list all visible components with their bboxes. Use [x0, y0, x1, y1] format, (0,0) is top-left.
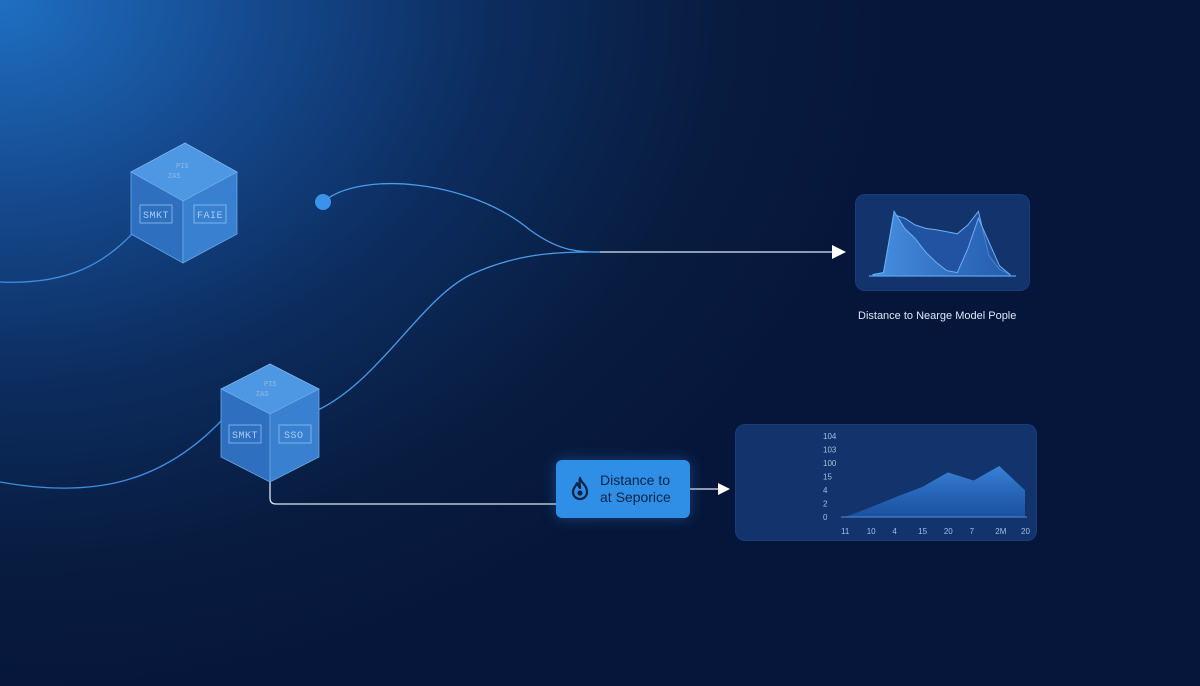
action-box-line-1: Distance to: [600, 472, 671, 488]
chart-bottom-x-tick: 7: [970, 527, 975, 536]
action-box-line-2: at Seporice: [600, 489, 671, 505]
chart-bottom-x-tick: 15: [918, 527, 927, 536]
chart-bottom-x-tick: 4: [892, 527, 897, 536]
connector-bottom-cube-to-merge: [317, 251, 601, 411]
chart-bottom-y-tick: 2: [823, 500, 828, 509]
chart-bottom-area: [845, 466, 1025, 517]
arrow-head-bottom: [718, 483, 730, 495]
chart-bottom-x-tick: 20: [944, 527, 953, 536]
connector-left-to-top-cube: [0, 233, 133, 283]
cube-top-left-label: SMKT: [143, 211, 169, 222]
chart-top-series-0: [872, 210, 1011, 277]
source-node[interactable]: [315, 194, 331, 210]
chart-bottom-y-tick: 104: [823, 432, 837, 441]
cube-bottom-right-face: [269, 388, 320, 483]
chart-bottom-y-tick: 103: [823, 446, 837, 455]
cube-top[interactable]: PIS ZAS SMKT FAIE: [130, 142, 238, 264]
arrow-head-top: [832, 245, 846, 259]
chart-bottom-x-tick: 2M: [995, 527, 1006, 536]
chart-bottom-y-tick: 100: [823, 459, 837, 468]
cube-top-right-face: [182, 171, 238, 264]
chart-bottom-x-tick: 20: [1021, 527, 1030, 536]
chart-bottom-y-tick: 15: [823, 473, 832, 482]
cube-top-right-label: FAIE: [197, 211, 223, 222]
cube-bottom-left-label: SMKT: [232, 431, 258, 442]
chart-top: [869, 210, 1016, 277]
cube-bottom-top-label-2: ZAS: [256, 391, 269, 399]
chart-bottom-y-tick: 4: [823, 486, 828, 495]
output-panel-top[interactable]: [855, 194, 1030, 291]
action-box-label: Distance to at Seporice: [600, 472, 671, 506]
chart-bottom-x-tick: 11: [841, 527, 850, 536]
action-box[interactable]: Distance to at Seporice: [556, 460, 690, 518]
connector-left-to-bottom-cube: [0, 419, 223, 489]
cube-top-top-label-2: ZAS: [168, 173, 181, 181]
cube-bottom[interactable]: PIS ZAS SMKT SSO: [220, 363, 320, 483]
chart-bottom-x-tick: 10: [867, 527, 876, 536]
connector-bottom-cube-to-action: [269, 482, 556, 505]
cube-bottom-right-label: SSO: [284, 431, 304, 442]
cube-bottom-top-label-1: PIS: [264, 381, 277, 389]
flame-icon: [571, 476, 589, 501]
connector-node-to-output: [322, 182, 601, 253]
cube-top-top-label-1: PIS: [176, 163, 189, 171]
chart-bottom-y-tick: 0: [823, 513, 828, 522]
output-panel-top-caption: Distance to Nearge Model Pople: [858, 310, 1017, 322]
